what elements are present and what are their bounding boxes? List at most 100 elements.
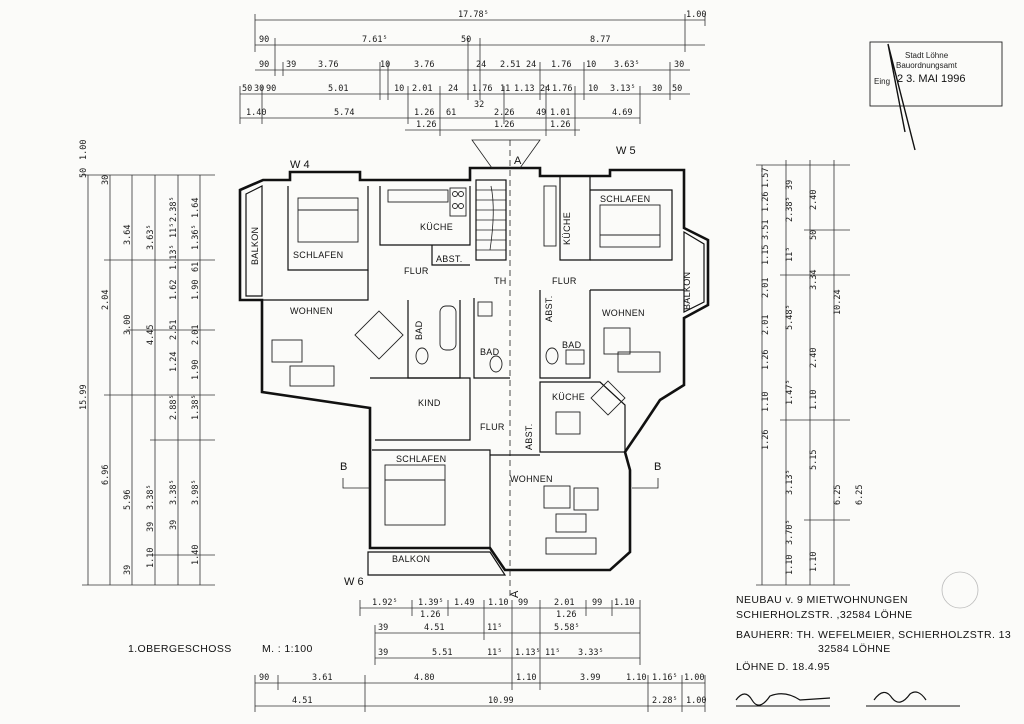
w4-schlafen-walls: [287, 186, 369, 271]
dim-label: 3.34: [809, 270, 819, 290]
dim-label: 3.63⁵: [146, 224, 156, 250]
washbasin: [565, 349, 585, 365]
dim-label: 90: [259, 60, 269, 70]
w4-wohnen-top-wall: [262, 270, 369, 301]
dim-label: 1.15: [761, 245, 771, 265]
dim-label: 1.57: [761, 168, 771, 188]
dim-label: 61: [446, 108, 456, 118]
dim-label: 2.01: [554, 598, 574, 608]
dim-top-total: 17.78⁵: [458, 10, 489, 20]
room-w6-schlafen: SCHLAFEN: [396, 454, 446, 464]
dim-label: 4.51: [292, 696, 312, 706]
dim-label: 1.10: [785, 555, 795, 575]
dim-label: 3.64: [123, 225, 133, 245]
section-a-bottom: A: [509, 590, 521, 598]
dim-label: 2.01: [412, 84, 432, 94]
room-w5-kueche: KÜCHE: [562, 212, 572, 245]
dim-label: 2.26: [494, 108, 514, 118]
dim-label: 24: [540, 84, 550, 94]
dim-label: 2.40: [809, 348, 819, 368]
dim-label: 5.96: [123, 490, 133, 510]
toilet: [489, 355, 503, 373]
dim-top-end: 1.00: [686, 10, 706, 20]
room-w6-kind: KIND: [418, 398, 441, 408]
project-line2: SCHIERHOLZSTR. ,32584 LÖHNE: [736, 609, 913, 621]
dim-label: 5.74: [334, 108, 354, 118]
kitchen-counter: [387, 189, 449, 203]
dim-label: 5.51: [432, 648, 452, 658]
place-date: LÖHNE D. 18.4.95: [736, 661, 830, 673]
dim-label: 11⁵: [785, 247, 795, 262]
room-w5-wohnen: WOHNEN: [602, 308, 645, 318]
faint-seal: [941, 571, 979, 609]
client-line2: 32584 LÖHNE: [818, 643, 891, 655]
dim-label: 4.45: [146, 325, 156, 345]
client-line1: BAUHERR: TH. WEFELMEIER, SCHIERHOLZSTR. …: [736, 629, 1011, 641]
dim-label: 99: [518, 598, 528, 608]
kitchen-table: [555, 411, 581, 435]
dim-label: 3.98⁵: [191, 479, 201, 505]
dim-label: 3.38⁵: [169, 479, 179, 505]
dim-label: 30: [254, 84, 264, 94]
dim-label: 1.10: [761, 392, 771, 412]
dim-label: 24: [526, 60, 536, 70]
dim-label: 1.26: [761, 430, 771, 450]
apartment-w4-label: W 4: [290, 159, 310, 171]
dim-label: 39: [169, 520, 179, 530]
dim-label: 2.51: [500, 60, 520, 70]
dim-label: 1.00: [686, 696, 706, 706]
w4-balcony-left: [245, 185, 263, 297]
w6-balcony-bottom: [367, 551, 507, 576]
dim-label: 7.61⁵: [362, 35, 388, 45]
shower: [477, 301, 493, 317]
signature-left: [735, 693, 831, 707]
dim-label: 3.76: [318, 60, 338, 70]
bathtub: [439, 305, 457, 351]
dim-label: 1.13⁵: [515, 648, 541, 658]
room-w6-wohnen: WOHNEN: [510, 474, 553, 484]
drawing-scale: M. : 1:100: [262, 643, 313, 655]
dim-label: 24: [448, 84, 458, 94]
floor-plan: SCHLAFEN KÜCHE ABST. FLUR WOHNEN BALKON …: [238, 139, 710, 600]
room-w4-balkon: BALKON: [250, 227, 260, 265]
dim-label: 5.48⁵: [785, 304, 795, 330]
section-b-right: B: [654, 461, 661, 473]
room-w4-kueche: KÜCHE: [420, 222, 453, 232]
dim-label: 10: [380, 60, 390, 70]
dim-label: 50: [79, 168, 89, 178]
room-w6-abst: ABST.: [524, 423, 534, 450]
dim-label: 1.49: [454, 598, 474, 608]
w4-kueche-walls: [379, 186, 471, 246]
dim-label: 10.24: [833, 289, 843, 315]
bed: [384, 464, 446, 526]
dim-label: 2.01: [761, 278, 771, 298]
dim-label: 11: [500, 84, 510, 94]
dim-label: 1.90: [191, 280, 201, 300]
stamp-date: 2 3. MAI 1996: [897, 73, 966, 85]
dim-label: 11⁵: [487, 648, 502, 658]
section-b-left: B: [340, 461, 347, 473]
dim-label: 32: [474, 100, 484, 110]
stamp-line1: Stadt Löhne: [905, 51, 949, 60]
dim-label: 50: [672, 84, 682, 94]
dim-label: 3.00: [123, 315, 133, 335]
w6-kueche-walls: [539, 381, 626, 453]
dim-label: 3.13⁵: [610, 84, 636, 94]
authority-stamp: Stadt Löhne Bauordnungsamt Eing 2 3. MAI…: [869, 41, 1003, 151]
bed: [297, 197, 359, 243]
dim-label: 2.01: [761, 315, 771, 335]
dim-label: 4.80: [414, 673, 434, 683]
toilet: [545, 347, 559, 365]
signature-right: [866, 691, 960, 707]
armchair: [573, 487, 599, 511]
bottom-dimension-chains: 1.92⁵ 1.39⁵ 1.49 1.10 99 2.01 99 1.10 1.…: [254, 598, 706, 712]
section-b-left-mark: [342, 478, 370, 489]
dim-label: 30: [674, 60, 684, 70]
right-dimension-chains: 1.57 1.26 3.51 1.15 2.01 2.01 1.26 1.10 …: [756, 160, 865, 586]
title-block: 1.OBERGESCHOSS M. : 1:100 NEUBAU v. 9 MI…: [128, 571, 1011, 707]
room-w5-schlafen: SCHLAFEN: [600, 194, 650, 204]
apartment-w6-label: W 6: [344, 576, 364, 588]
dim-label: 1.62: [169, 280, 179, 300]
